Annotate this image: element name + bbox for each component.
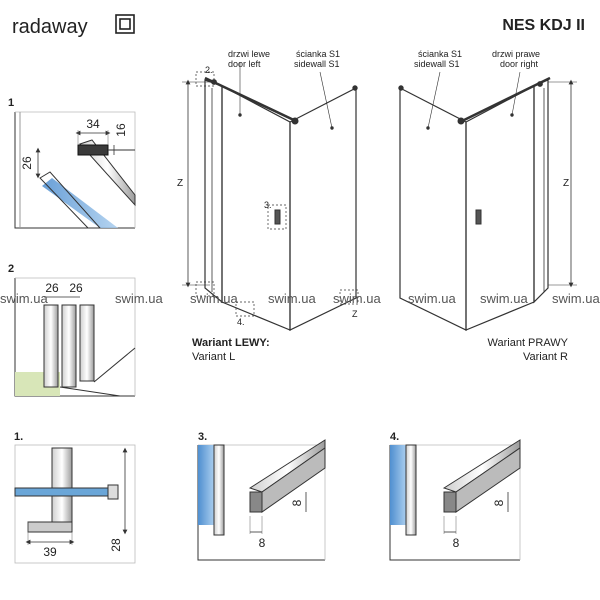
bottom-detail-4-number: 4. — [390, 431, 399, 443]
left-height-z: Z — [177, 178, 183, 189]
detail-2-number: 2 — [8, 263, 14, 275]
right-height-z: Z — [563, 178, 569, 189]
left-callout-2: 2. — [205, 65, 213, 75]
door-right-label-en: door right — [500, 59, 539, 69]
door-left-label-en: door left — [228, 59, 261, 69]
watermark: swim.ua — [115, 291, 163, 306]
watermark: swim.ua — [333, 291, 381, 306]
watermark: swim.ua — [0, 291, 48, 306]
bottom-detail-4-width-dim: 8 — [453, 536, 460, 550]
bottom-detail-1-height-dim: 28 — [109, 538, 123, 552]
bottom-detail-4-height-dim: 8 — [492, 499, 506, 506]
bottom-detail-3-number: 3. — [198, 431, 207, 443]
detail-1-side-dim: 26 — [20, 156, 34, 170]
bottom-detail-1-number: 1. — [14, 431, 23, 443]
variant-left-subtitle: Variant L — [192, 351, 235, 363]
left-callout-4: 4. — [237, 317, 245, 327]
bottom-detail-3-box — [197, 439, 326, 561]
left-callout-z: Z — [352, 309, 358, 319]
detail-1-height-dim: 16 — [114, 123, 128, 137]
sidewall-right-label-en: sidewall S1 — [414, 59, 460, 69]
left-callout-3: 3. — [264, 200, 272, 210]
bottom-detail-3-height-dim: 8 — [290, 499, 304, 506]
variant-right-title: Wariant PRAWY — [488, 337, 569, 349]
variant-left-title: Wariant LEWY: — [192, 337, 270, 349]
variant-right-drawing — [398, 71, 577, 331]
bottom-detail-3-width-dim: 8 — [259, 536, 266, 550]
sidewall-left-label-pl: ścianka S1 — [296, 49, 340, 59]
bottom-detail-1-box — [14, 444, 136, 564]
watermark: swim.ua — [268, 291, 316, 306]
detail-1-width-dim: 34 — [86, 117, 100, 131]
detail-1-number: 1 — [8, 97, 14, 109]
watermark-row: swim.ua swim.ua swim.ua swim.ua swim.ua … — [0, 291, 600, 306]
detail-2-dim-a: 26 — [45, 281, 59, 295]
bottom-detail-1-width-dim: 39 — [43, 545, 57, 559]
door-left-label-pl: drzwi lewe — [228, 49, 270, 59]
sidewall-left-label-en: sidewall S1 — [294, 59, 340, 69]
detail-2-dim-b: 26 — [69, 281, 83, 295]
model-title: NES KDJ II — [502, 17, 585, 34]
door-right-label-pl: drzwi prawe — [492, 49, 540, 59]
variant-left-drawing — [182, 62, 359, 331]
brand-logo-icon — [115, 14, 135, 34]
watermark: swim.ua — [190, 291, 238, 306]
variant-right-subtitle: Variant R — [523, 351, 568, 363]
bottom-detail-4-box — [389, 439, 521, 561]
sidewall-right-label-pl: ścianka S1 — [418, 49, 462, 59]
detail-2-box — [14, 277, 136, 397]
watermark: swim.ua — [552, 291, 600, 306]
brand-logo-text: radaway — [12, 16, 88, 38]
watermark: swim.ua — [408, 291, 456, 306]
detail-1-box — [14, 111, 136, 229]
watermark: swim.ua — [480, 291, 528, 306]
